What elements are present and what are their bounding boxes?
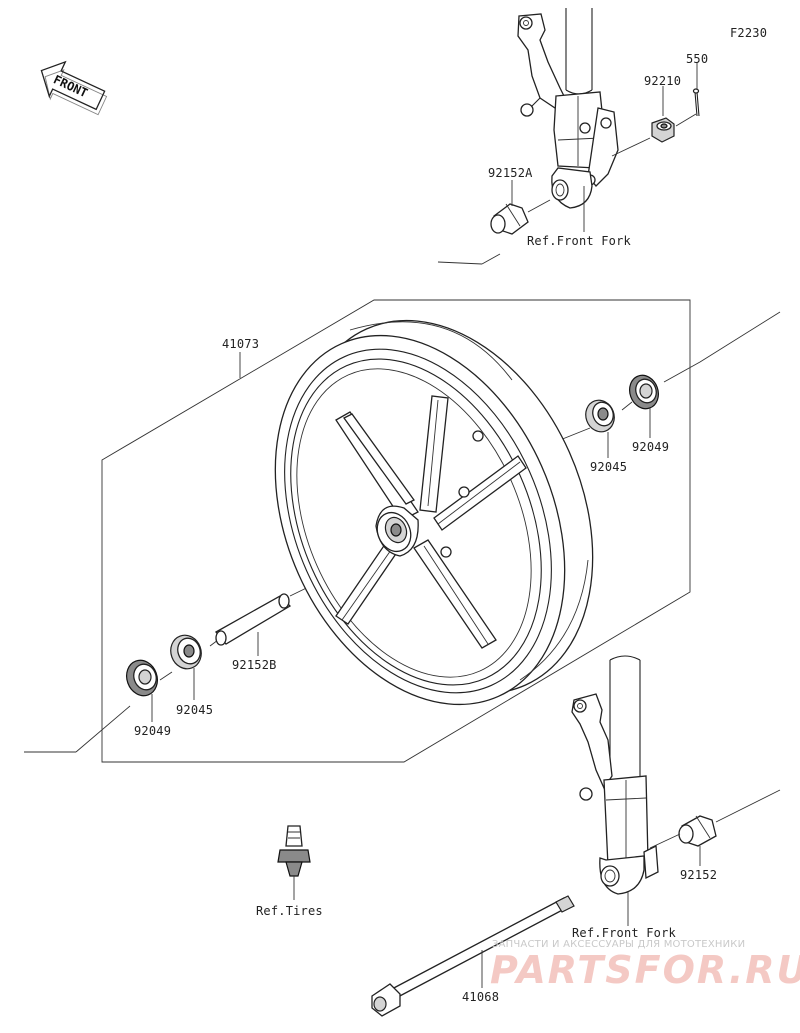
lower-axis-line — [649, 789, 781, 849]
collar-92152 — [678, 815, 717, 847]
label-41068: 41068 — [462, 990, 500, 1004]
label-92045-right: 92045 — [590, 460, 628, 474]
label-ref-tires: Ref.Tires — [256, 904, 323, 918]
collar-92210 — [651, 117, 675, 143]
bearing-92045-left — [170, 634, 202, 670]
bearing-92045-right — [585, 399, 615, 433]
label-92045-left: 92045 — [176, 703, 214, 717]
collar-92152A — [490, 203, 529, 235]
spacer-92152B — [215, 593, 292, 646]
oil-seal-92049-left — [126, 659, 158, 697]
label-92049-left: 92049 — [134, 724, 172, 738]
front-wheel-41073 — [274, 319, 594, 706]
label-ref-front-fork-bottom: Ref.Front Fork — [572, 926, 676, 940]
label-92152A: 92152A — [488, 166, 533, 180]
wheel-assembly-box — [101, 299, 691, 763]
label-41073: 41073 — [222, 337, 260, 351]
label-92210: 92210 — [644, 74, 682, 88]
label-92049-right: 92049 — [632, 440, 670, 454]
tire-valve-icon — [277, 825, 311, 877]
oil-seal-92049-right — [629, 374, 659, 410]
cotter-pin-550 — [692, 88, 700, 117]
watermark-subtitle: ЗАПЧАСТИ И АКСЕССУАРЫ ДЛЯ МОТОТЕХНИКИ — [492, 939, 746, 950]
watermark-brand: PARTSFOR.RU — [490, 948, 800, 992]
upper-axis-line — [437, 113, 697, 265]
diagram-code: F2230 — [730, 26, 768, 40]
label-92152B: 92152B — [232, 658, 277, 672]
front-arrow-icon — [40, 60, 108, 116]
label-92152: 92152 — [680, 868, 718, 882]
label-550: 550 — [686, 52, 709, 66]
lower-front-fork-leg — [571, 655, 659, 895]
label-ref-front-fork-top: Ref.Front Fork — [527, 234, 631, 248]
upper-front-fork-leg — [517, 8, 619, 209]
axle-41068 — [371, 895, 575, 1017]
